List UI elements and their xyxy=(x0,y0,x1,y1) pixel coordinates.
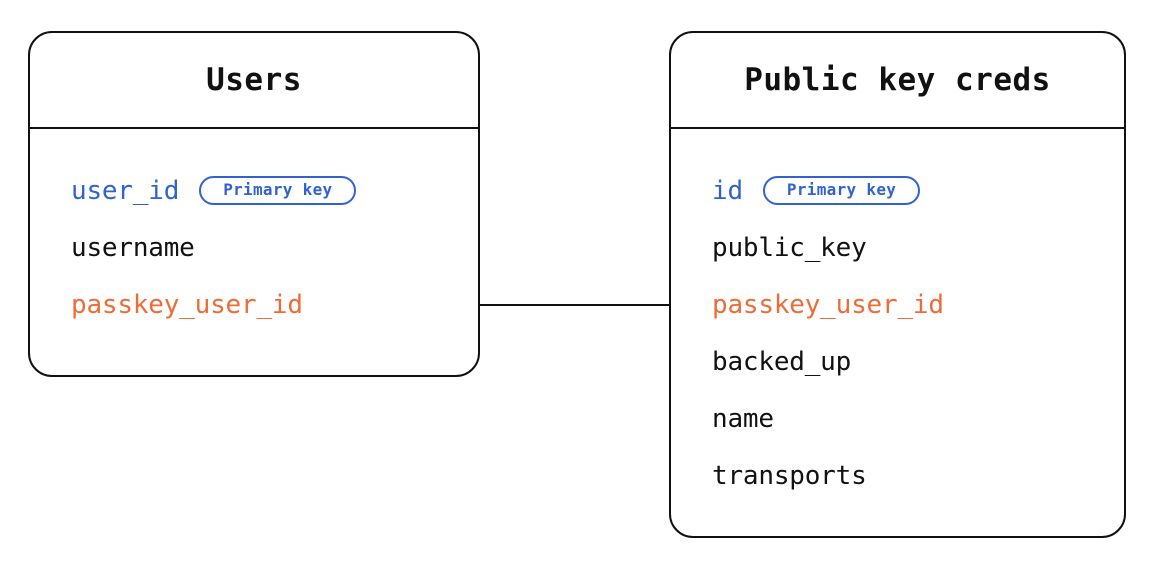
field-name-username: username xyxy=(71,232,195,263)
relationship-connector-users-to-public-key-creds xyxy=(478,304,670,306)
field-name-passkey-user-id: passkey_user_id xyxy=(712,289,944,320)
field-name-public-key: public_key xyxy=(712,232,867,263)
field-row[interactable]: name xyxy=(671,390,1124,447)
primary-key-badge: Primary key xyxy=(762,176,921,205)
field-name-user-id: user_id xyxy=(71,175,180,206)
entity-public-key-creds-title: Public key creds xyxy=(744,62,1051,98)
field-row[interactable]: backed_up xyxy=(671,333,1124,390)
field-name-id: id xyxy=(712,175,743,206)
field-row[interactable]: id Primary key xyxy=(671,162,1124,219)
field-row[interactable]: username xyxy=(30,219,478,276)
entity-users-title: Users xyxy=(206,62,302,98)
field-name-passkey-user-id: passkey_user_id xyxy=(71,289,303,320)
field-row[interactable]: public_key xyxy=(671,219,1124,276)
entity-users-header: Users xyxy=(30,33,478,129)
field-name-name: name xyxy=(712,403,774,434)
entity-public-key-creds[interactable]: Public key creds id Primary key public_k… xyxy=(669,31,1126,538)
field-row[interactable]: passkey_user_id xyxy=(30,276,478,333)
primary-key-badge: Primary key xyxy=(199,176,357,205)
field-row[interactable]: user_id Primary key xyxy=(30,162,478,219)
field-name-transports: transports xyxy=(712,460,867,491)
field-name-backed-up: backed_up xyxy=(712,346,852,377)
field-row[interactable]: transports xyxy=(671,447,1124,504)
entity-users-field-list: user_id Primary key username passkey_use… xyxy=(30,129,478,333)
entity-users[interactable]: Users user_id Primary key username passk… xyxy=(28,31,480,377)
field-row[interactable]: passkey_user_id xyxy=(671,276,1124,333)
entity-public-key-creds-header: Public key creds xyxy=(671,33,1124,129)
entity-public-key-creds-field-list: id Primary key public_key passkey_user_i… xyxy=(671,129,1124,504)
